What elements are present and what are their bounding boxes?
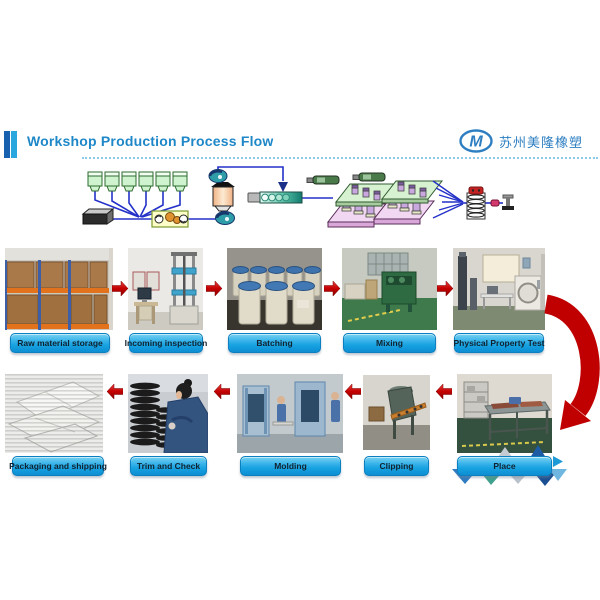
arrow-left-icon <box>344 383 361 400</box>
photo-place <box>457 374 552 453</box>
label-incoming-inspection: Incoming inspection <box>125 333 207 353</box>
arrow-right-icon <box>206 280 223 297</box>
photo-trim-and-check <box>128 374 208 453</box>
photo-batching <box>227 248 322 330</box>
label-mixing: Mixing <box>343 333 436 353</box>
press-output-lines <box>432 180 464 219</box>
extruder-icon <box>247 182 303 204</box>
end-units-icon <box>490 194 514 210</box>
curved-flow-arrow-icon <box>543 294 600 430</box>
label-trim-and-check: Trim and Check <box>130 456 207 476</box>
label-molding: Molding <box>240 456 341 476</box>
photo-physical-property-test <box>453 248 545 330</box>
arrow-left-icon <box>435 383 452 400</box>
arrow-right-icon <box>112 280 129 297</box>
label-place: Place <box>457 456 552 476</box>
arrow-left-icon <box>106 383 123 400</box>
accent-bar-light <box>11 131 17 158</box>
label-clipping: Clipping <box>364 456 429 476</box>
photo-clipping <box>363 375 430 450</box>
accent-bar-dark <box>4 131 10 158</box>
arrow-left-icon <box>213 383 230 400</box>
arrow-right-icon <box>324 280 341 297</box>
photo-raw-material-storage <box>5 248 113 330</box>
feed-lines <box>94 166 503 220</box>
mixer-icon <box>151 210 189 228</box>
cooling-tower-icon <box>466 186 486 220</box>
label-raw-material-storage: Raw material storage <box>10 333 110 353</box>
press-line-icon <box>306 172 464 228</box>
page-title: Workshop Production Process Flow <box>27 133 274 149</box>
svg-text:M: M <box>469 134 483 151</box>
arrow-right-icon <box>437 280 454 297</box>
cyclone-icon-top <box>208 169 228 183</box>
label-batching: Batching <box>228 333 321 353</box>
photo-packaging-shipping <box>5 374 103 453</box>
material-hopper-icons <box>87 171 188 192</box>
company-logo: M 苏州美隆橡塑 <box>458 128 583 154</box>
photo-molding <box>237 374 343 453</box>
header-divider <box>82 157 598 159</box>
photo-incoming-inspection <box>128 248 203 330</box>
production-line-schematic <box>81 166 514 228</box>
cyclone-icon-bottom <box>215 211 235 225</box>
label-physical-property-test: Physical Property Test <box>453 333 545 353</box>
mini-arrow-right-icon <box>553 456 563 467</box>
photo-mixing <box>342 248 437 330</box>
tank-icon <box>211 182 235 212</box>
weigh-feeder-icon <box>81 207 115 225</box>
logo-monogram-icon: M <box>459 129 493 153</box>
company-name: 苏州美隆橡塑 <box>499 134 584 150</box>
label-packaging-and-shipping: Packaging and shipping <box>9 456 107 476</box>
